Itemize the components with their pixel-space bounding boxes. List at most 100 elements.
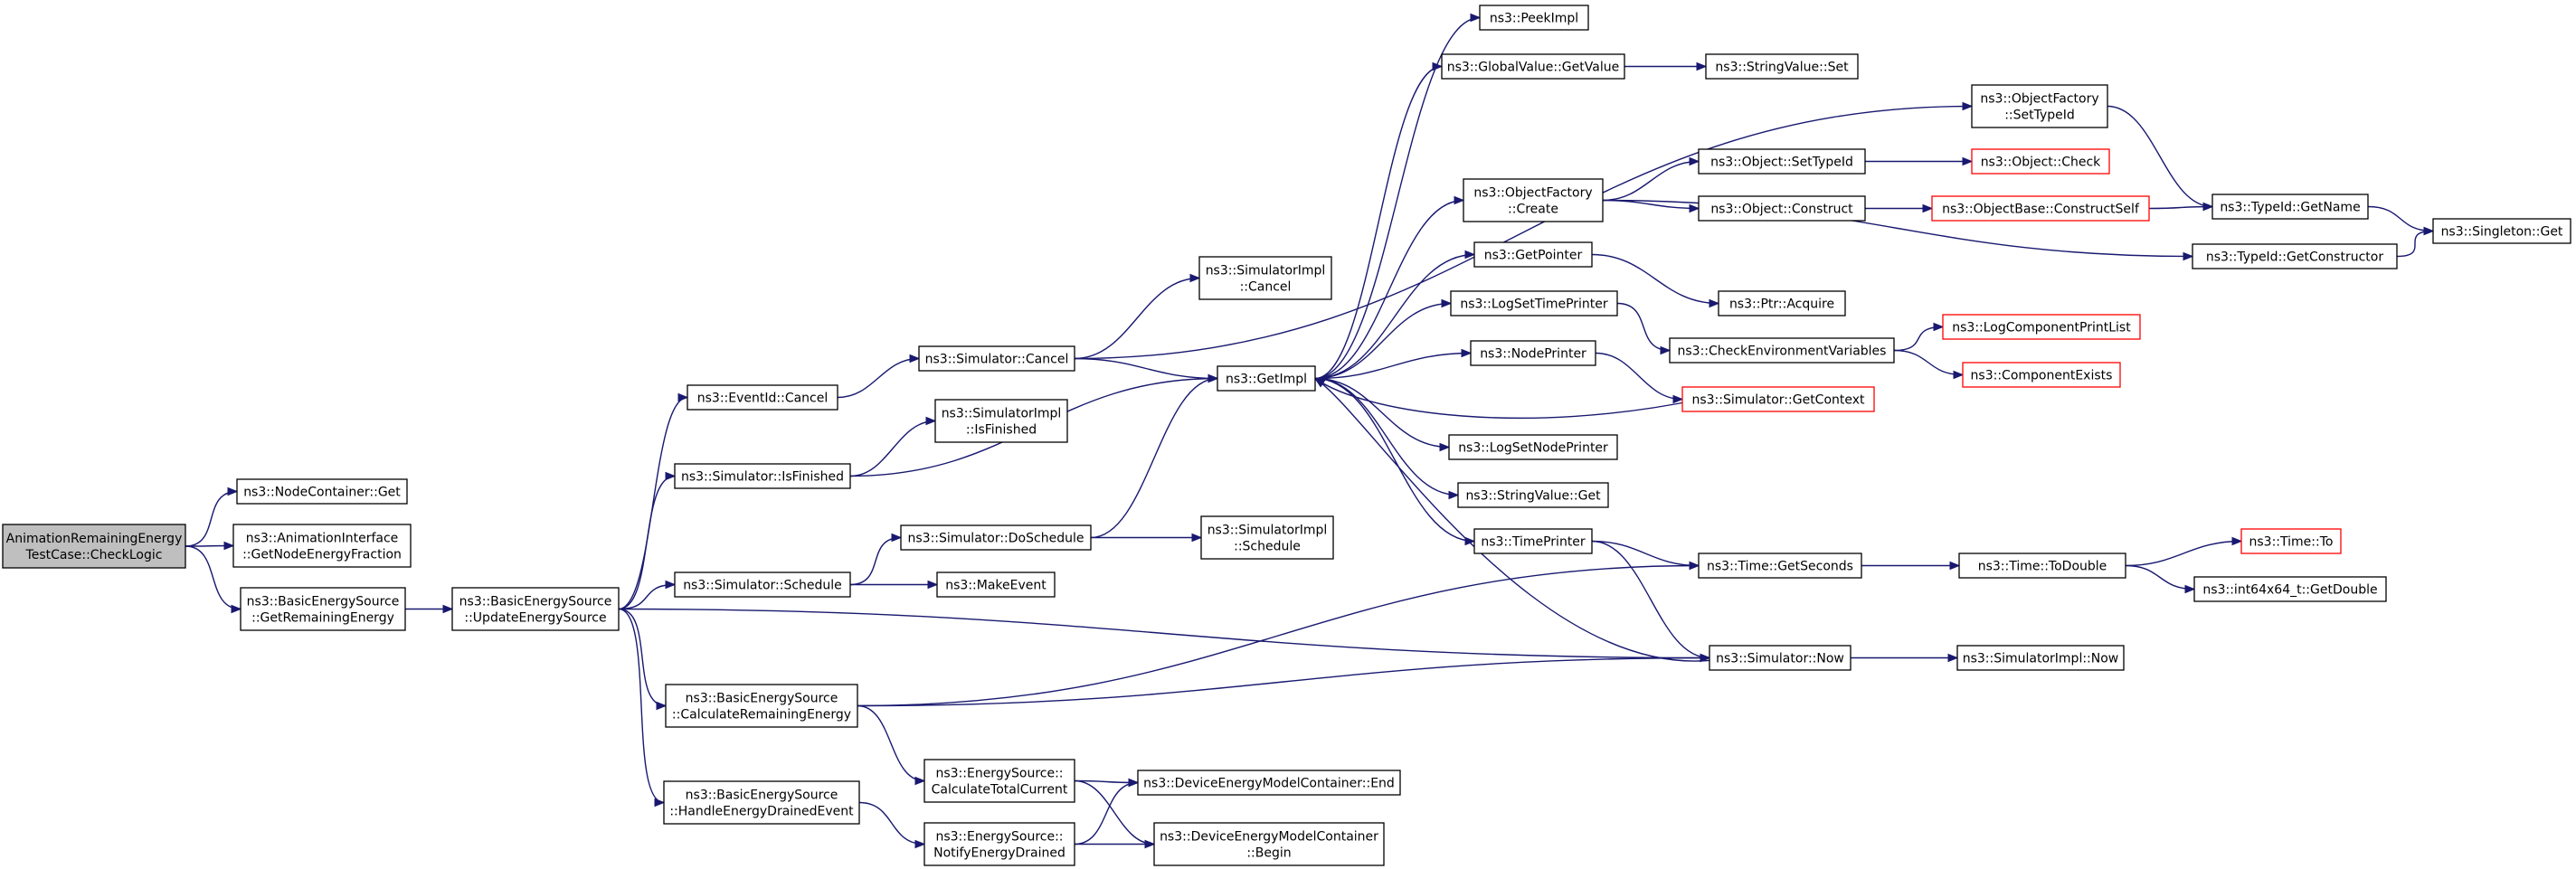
graph-node-es-notify[interactable]: ns3::EnergySource::NotifyEnergyDrained xyxy=(923,822,1075,866)
graph-node-time-todouble[interactable]: ns3::Time::ToDouble xyxy=(1958,553,2126,579)
graph-node-eventid-cancel[interactable]: ns3::EventId::Cancel xyxy=(687,384,838,411)
graph-node-checkenv[interactable]: ns3::CheckEnvironmentVariables xyxy=(1669,337,1895,364)
graph-node-bes-getrem[interactable]: ns3::BasicEnergySource::GetRemainingEner… xyxy=(240,587,406,631)
edge-es-notify-to-demc-end xyxy=(1074,781,1139,845)
edge-getimpl-to-nodeprinter xyxy=(1314,352,1472,380)
edge-arrowhead xyxy=(1461,348,1473,358)
graph-node-es-calctotal[interactable]: ns3::EnergySource::CalculateTotalCurrent xyxy=(923,759,1075,803)
edge-arrowhead xyxy=(227,486,239,496)
graph-node-typeid-getname[interactable]: ns3::TypeId::GetName xyxy=(2211,194,2369,220)
graph-node-getimpl[interactable]: ns3::GetImpl xyxy=(1217,365,1316,392)
graph-node-objbase-constructself[interactable]: ns3::ObjectBase::ConstructSelf xyxy=(1931,195,2150,222)
graph-node-bes-update[interactable]: ns3::BasicEnergySource::UpdateEnergySour… xyxy=(451,587,620,631)
node-box xyxy=(1479,5,1589,31)
graph-node-simimpl-schedule[interactable]: ns3::SimulatorImpl::Schedule xyxy=(1200,515,1334,560)
edge-root-to-bes-getrem xyxy=(185,545,242,610)
graph-node-sim-cancel[interactable]: ns3::Simulator::Cancel xyxy=(918,345,1075,372)
graph-node-simimpl-cancel[interactable]: ns3::SimulatorImpl::Cancel xyxy=(1198,256,1332,300)
node-box xyxy=(687,384,838,411)
graph-node-gv-getvalue[interactable]: ns3::GlobalValue::GetValue xyxy=(1441,53,1625,80)
graph-node-obj-construct[interactable]: ns3::Object::Construct xyxy=(1698,195,1866,222)
node-label: ns3::Simulator::IsFinished xyxy=(681,470,844,485)
node-label: ns3::ObjectFactory xyxy=(1473,186,1592,201)
edge-arrowhead xyxy=(665,471,677,481)
graph-node-compexists[interactable]: ns3::ComponentExists xyxy=(1962,362,2121,388)
graph-node-sv-set[interactable]: ns3::StringValue::Set xyxy=(1705,53,1859,80)
node-label: ns3::GlobalValue::GetValue xyxy=(1447,61,1619,75)
graph-node-nc-get[interactable]: ns3::NodeContainer::Get xyxy=(236,478,408,505)
graph-node-logcomp-printlist[interactable]: ns3::LogComponentPrintList xyxy=(1942,314,2141,340)
graph-node-ptr-acquire[interactable]: ns3::Ptr::Acquire xyxy=(1718,290,1846,316)
edge-bes-update-to-bes-drained xyxy=(618,608,665,804)
node-box xyxy=(232,524,412,568)
node-label: ns3::EventId::Cancel xyxy=(697,392,829,406)
graph-node-sim-getcontext[interactable]: ns3::Simulator::GetContext xyxy=(1681,386,1875,412)
graph-node-demc-begin[interactable]: ns3::DeviceEnergyModelContainer::Begin xyxy=(1153,822,1385,866)
edge-bes-update-to-sim-isfinished xyxy=(618,475,676,610)
graph-node-obj-check[interactable]: ns3::Object::Check xyxy=(1971,148,2110,175)
graph-node-sim-isfinished[interactable]: ns3::Simulator::IsFinished xyxy=(674,463,851,489)
graph-node-logsettimeprinter[interactable]: ns3::LogSetTimePrinter xyxy=(1450,290,1618,316)
edge-checkenv-to-logcomp-printlist xyxy=(1893,326,1944,352)
edge-sim-now-to-getimpl xyxy=(1314,377,1728,662)
graph-node-bes-calcrem[interactable]: ns3::BasicEnergySource::CalculateRemaini… xyxy=(665,684,858,728)
node-label: ns3::Time::GetSeconds xyxy=(1707,560,1853,574)
edge-arrowhead xyxy=(231,604,242,614)
graph-node-time-getseconds[interactable]: ns3::Time::GetSeconds xyxy=(1698,553,1862,579)
graph-node-obj-settypeid[interactable]: ns3::Object::SetTypeId xyxy=(1698,148,1866,175)
node-label: NotifyEnergyDrained xyxy=(933,846,1065,861)
graph-node-peekimpl[interactable]: ns3::PeekImpl xyxy=(1479,5,1589,31)
graph-node-simimpl-now[interactable]: ns3::SimulatorImpl::Now xyxy=(1956,645,2125,671)
graph-node-logsetnodeprinter[interactable]: ns3::LogSetNodePrinter xyxy=(1448,434,1618,460)
node-box xyxy=(1669,337,1895,364)
node-box xyxy=(1457,482,1609,508)
graph-node-of-create[interactable]: ns3::ObjectFactory::Create xyxy=(1463,178,1604,222)
edge-arrowhead xyxy=(1962,101,1974,111)
node-label: ns3::BasicEnergySource xyxy=(247,595,400,609)
node-box xyxy=(1718,290,1846,316)
graph-node-sim-schedule[interactable]: ns3::Simulator::Schedule xyxy=(674,571,851,598)
edge-layer xyxy=(185,13,2435,849)
node-label: ns3::PeekImpl xyxy=(1490,12,1578,26)
graph-node-singleton-get[interactable]: ns3::Singleton::Get xyxy=(2432,218,2571,244)
edge-bes-calcrem-to-sim-now xyxy=(857,656,1710,707)
edge-arrowhead xyxy=(925,416,937,426)
graph-node-timeprinter[interactable]: ns3::TimePrinter xyxy=(1473,528,1593,554)
edge-getimpl-to-logsettimeprinter xyxy=(1314,302,1452,380)
node-label: ns3::AnimationInterface xyxy=(246,532,399,546)
graph-node-sim-now[interactable]: ns3::Simulator::Now xyxy=(1709,645,1852,671)
graph-node-demc-end[interactable]: ns3::DeviceEnergyModelContainer::End xyxy=(1137,770,1401,796)
node-label: ns3::Object::SetTypeId xyxy=(1710,156,1853,170)
graph-node-simimpl-isfinished[interactable]: ns3::SimulatorImpl::IsFinished xyxy=(934,399,1068,443)
graph-node-typeid-getctor[interactable]: ns3::TypeId::GetConstructor xyxy=(2192,243,2398,269)
node-box xyxy=(1463,178,1604,222)
edge-arrowhead xyxy=(442,604,454,614)
node-label: ::SetTypeId xyxy=(2004,109,2075,123)
edge-objbase-constructself-to-typeid-getname xyxy=(2148,205,2213,210)
graph-node-int64-getdouble[interactable]: ns3::int64x64_t::GetDouble xyxy=(2193,576,2387,602)
node-label: ns3::BasicEnergySource xyxy=(459,595,612,609)
node-label: ns3::Time::ToDouble xyxy=(1978,560,2107,574)
graph-node-anim-iface[interactable]: ns3::AnimationInterface::GetNodeEnergyFr… xyxy=(232,524,412,568)
graph-node-root[interactable]: AnimationRemainingEnergyTestCase::CheckL… xyxy=(2,524,186,569)
node-label: ns3::NodeContainer::Get xyxy=(243,486,401,500)
graph-node-bes-drained[interactable]: ns3::BasicEnergySource::HandleEnergyDrai… xyxy=(663,780,860,825)
edge-time-todouble-to-time-to xyxy=(2125,540,2242,567)
node-label: AnimationRemainingEnergy xyxy=(6,532,183,546)
node-label: TestCase::CheckLogic xyxy=(25,548,163,562)
edge-arrowhead xyxy=(1949,561,1961,571)
node-box xyxy=(1698,553,1862,579)
graph-node-sim-doschedule[interactable]: ns3::Simulator::DoSchedule xyxy=(900,524,1092,551)
edge-arrowhead xyxy=(1208,373,1219,383)
graph-node-nodeprinter[interactable]: ns3::NodePrinter xyxy=(1470,340,1596,366)
edge-es-calctotal-to-demc-begin xyxy=(1074,779,1155,845)
graph-node-of-settypeid[interactable]: ns3::ObjectFactory::SetTypeId xyxy=(1971,84,2108,128)
node-box xyxy=(1473,241,1593,268)
graph-node-time-to[interactable]: ns3::Time::To xyxy=(2240,528,2342,554)
edge-es-calctotal-to-demc-end xyxy=(1074,779,1139,784)
edge-arrowhead xyxy=(1470,13,1482,23)
graph-node-sv-get[interactable]: ns3::StringValue::Get xyxy=(1457,482,1609,508)
graph-node-getpointer[interactable]: ns3::GetPointer xyxy=(1473,241,1593,268)
graph-node-makeevent[interactable]: ns3::MakeEvent xyxy=(936,571,1056,598)
